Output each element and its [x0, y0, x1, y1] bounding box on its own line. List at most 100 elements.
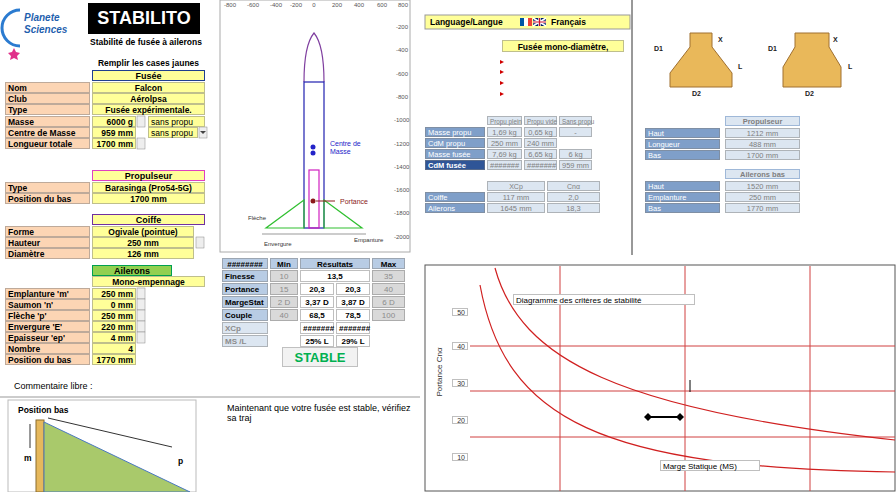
- table-header: Propu plein: [487, 116, 522, 125]
- field-label: Centre de Masse: [5, 127, 90, 138]
- spinner: [137, 138, 145, 149]
- table-cell: 6 D: [372, 296, 405, 308]
- field-value: sans propu: [148, 116, 205, 127]
- comment-marker: [500, 92, 504, 96]
- stability-chart: [810, 266, 811, 491]
- table-cell: 2,0: [547, 192, 600, 202]
- field-value: 0 mm: [92, 299, 136, 310]
- axis-tick: -600: [242, 1, 264, 9]
- table-cell: 1645 mm: [487, 203, 545, 213]
- dimension-label: Empanture: [352, 236, 390, 245]
- stability-chart: [470, 437, 895, 438]
- table-label: Masse propu: [425, 127, 485, 137]
- table-cell: 250 mm: [487, 138, 522, 148]
- table-header: Résultats: [300, 258, 370, 269]
- axis-tick: -400: [265, 1, 287, 9]
- chart-label: Diagramme des critères de stabilité: [513, 294, 695, 305]
- language-bar: [425, 15, 630, 29]
- table-cell: 6,65 kg: [524, 149, 557, 159]
- axis-tick: 0: [303, 1, 325, 9]
- field-label: Masse: [5, 116, 90, 127]
- table-cell: 0,65 kg: [524, 127, 557, 137]
- field-value: 250 mm: [92, 310, 136, 321]
- spinner: [137, 321, 145, 332]
- dimension-label: D2: [803, 89, 819, 98]
- table-cell: 20,3: [336, 283, 370, 295]
- spinner: [137, 116, 145, 127]
- header-text: Fusée: [135, 71, 161, 81]
- table-cell: 488 mm: [725, 139, 800, 149]
- mode-label: Fusée mono-diamètre,: [502, 40, 624, 52]
- table-cell: 68,5: [300, 309, 334, 321]
- table-cell: 40: [270, 309, 298, 321]
- separator-line: [0, 397, 420, 398]
- table-label: Ailerons: [425, 203, 485, 213]
- dimension-label: L: [736, 62, 752, 71]
- field-value: 126 mm: [92, 248, 194, 259]
- stability-chart: [425, 265, 895, 491]
- note-text: Commentaire libre :: [12, 380, 132, 392]
- axis-title: Portance Cnα: [435, 337, 445, 407]
- comment-marker: [500, 70, 504, 74]
- table-cell: 100: [372, 309, 405, 321]
- note-text: Language/Langue: [428, 16, 516, 28]
- table-cell: 7,69 kg: [487, 149, 522, 159]
- field-value: 959 mm: [92, 127, 136, 138]
- note-text: p: [176, 455, 186, 467]
- field-value: Fusée expérimentale.: [92, 104, 205, 115]
- field-value: 4: [92, 343, 136, 354]
- marker-label: Portance: [338, 197, 378, 206]
- axis-tick: 20: [452, 416, 468, 424]
- dimension-label: Flèche: [246, 214, 274, 223]
- field-label: Emplanture 'm': [5, 288, 90, 299]
- fin-sketch: [30, 424, 31, 448]
- table-cell: #######: [336, 322, 370, 334]
- field-value: 250 mm: [92, 237, 194, 248]
- spinner: [137, 310, 145, 321]
- field-value: 4 mm: [92, 332, 136, 343]
- stability-chart: [480, 285, 895, 472]
- section-header: Ailerons bas: [725, 169, 800, 179]
- field-label: Position du bas: [5, 193, 90, 204]
- axis-tick: -200: [285, 1, 307, 9]
- language-bar: [533, 18, 546, 26]
- spinner: [137, 299, 145, 310]
- rocket-drawing: [304, 82, 324, 228]
- spinner: [200, 131, 206, 134]
- dimension-label: X: [716, 35, 732, 44]
- field-label: Nom: [5, 82, 90, 93]
- field-value: 250 mm: [92, 288, 136, 299]
- axis-tick: -1200: [392, 140, 410, 148]
- stability-chart: [425, 265, 895, 491]
- field-label: Type: [5, 182, 90, 193]
- header-text: Coiffe: [136, 215, 162, 225]
- rocket-drawing: [311, 151, 316, 156]
- table-cell: 15: [270, 283, 298, 295]
- table-label: Bas: [645, 150, 720, 160]
- app-title: STABILITO: [88, 3, 200, 34]
- table-label: Finesse: [222, 270, 268, 282]
- dimension-label: Envergure: [262, 240, 298, 249]
- table-header: Cnα: [547, 181, 600, 191]
- logo: [8, 48, 20, 60]
- fin-sketch: [44, 422, 190, 492]
- result-box: STABLE: [282, 347, 358, 367]
- table-cell: 2 D: [270, 296, 298, 308]
- nozzle-sketch: [670, 33, 841, 87]
- axis-tick: 50: [452, 308, 468, 316]
- axis-tick: 600: [371, 1, 393, 9]
- field-value: 220 mm: [92, 321, 136, 332]
- comment-marker: [500, 81, 504, 85]
- note-text: m: [22, 452, 32, 464]
- table-cell: 3,37 D: [300, 296, 334, 308]
- section-header: Ailerons: [92, 265, 172, 276]
- language-bar: [520, 18, 524, 26]
- logo: [2, 10, 20, 60]
- table-cell: 18,3: [547, 203, 600, 213]
- field-label: Type: [5, 104, 90, 115]
- field-label: Diamètre: [5, 248, 90, 259]
- language-bar: [533, 18, 546, 26]
- axis-tick: -1000: [392, 116, 410, 124]
- table-label: Emplanture: [645, 192, 720, 202]
